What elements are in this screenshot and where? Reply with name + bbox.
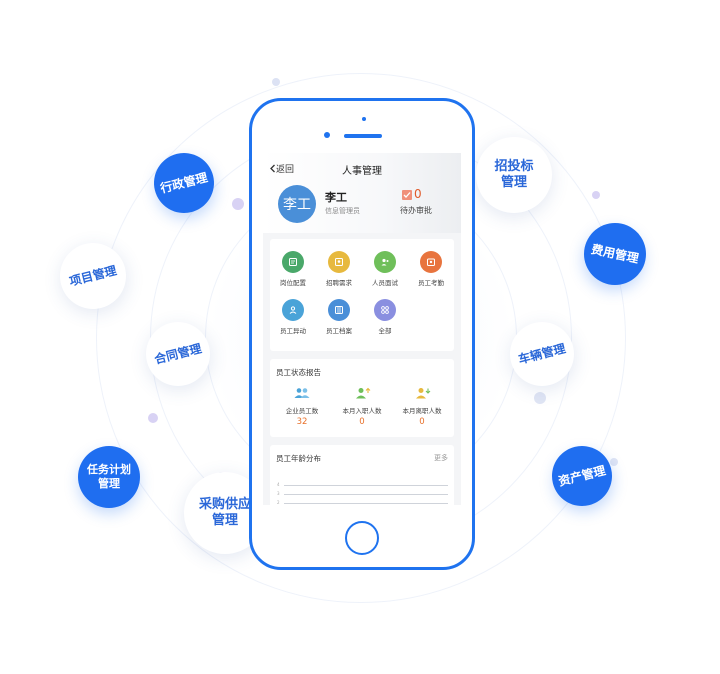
decor-dot bbox=[272, 78, 280, 86]
app-label: 员工考勤 bbox=[418, 279, 444, 287]
bubble-label: 任务计划 bbox=[87, 463, 131, 477]
app-yidong[interactable]: 员工异动 bbox=[270, 299, 316, 335]
app-mianshi[interactable]: 人员面试 bbox=[362, 251, 408, 287]
pending-label[interactable]: 待办审批 bbox=[400, 206, 432, 215]
pending-count[interactable]: 0 bbox=[414, 187, 422, 201]
grid-icon bbox=[374, 299, 396, 321]
orbit-ring-outer bbox=[96, 73, 626, 603]
grid-line bbox=[284, 503, 448, 504]
bubble-renwu: 任务计划管理 bbox=[78, 446, 140, 508]
transfer-icon bbox=[282, 299, 304, 321]
function-grid: 岗位配置 招聘需求 人员面试 员工考勤 员工异动 bbox=[270, 239, 454, 351]
app-header: 返回 人事管理 李工 李工 信息管理员 0 待办审批 bbox=[263, 153, 461, 233]
position-config-icon bbox=[282, 251, 304, 273]
app-kaoqin[interactable]: 员工考勤 bbox=[408, 251, 454, 287]
phone-speaker bbox=[344, 134, 382, 138]
app-zhaopin[interactable]: 招聘需求 bbox=[316, 251, 362, 287]
grid-line bbox=[284, 485, 448, 486]
decor-dot bbox=[534, 392, 546, 404]
bubble-label: 管理 bbox=[211, 513, 238, 528]
stat-month-onboard[interactable]: 本月入职人数 0 bbox=[332, 384, 392, 427]
page-title: 人事管理 bbox=[342, 166, 382, 177]
user-role: 信息管理员 bbox=[325, 207, 360, 215]
decor-dot bbox=[148, 413, 158, 423]
back-label: 返回 bbox=[276, 165, 295, 175]
app-label: 员工档案 bbox=[326, 327, 352, 335]
recruit-icon bbox=[328, 251, 350, 273]
user-plus-icon bbox=[356, 387, 371, 399]
bubble-label: 合同管理 bbox=[152, 340, 203, 367]
stat-label: 本月离职人数 bbox=[402, 407, 442, 415]
app-label: 人员面试 bbox=[372, 279, 398, 287]
bubble-zhaotoubiao: 招投标管理 bbox=[476, 137, 552, 213]
user-name: 李工 bbox=[325, 191, 347, 204]
home-button[interactable] bbox=[345, 521, 379, 555]
decor-dot bbox=[610, 458, 618, 466]
bubble-label: 管理 bbox=[98, 477, 120, 490]
bubble-label: 车辆管理 bbox=[516, 340, 567, 367]
axis-tick-label: 3 bbox=[277, 491, 280, 496]
stat-label: 企业员工数 bbox=[285, 407, 319, 415]
status-report-title: 员工状态报告 bbox=[276, 368, 321, 377]
user-minus-icon bbox=[416, 388, 431, 399]
bubble-label: 招投标 bbox=[494, 158, 534, 174]
decor-dot bbox=[232, 198, 244, 210]
stat-total-employees[interactable]: 企业员工数 32 bbox=[272, 384, 332, 427]
stat-month-leave[interactable]: 本月离职人数 0 bbox=[392, 384, 452, 427]
phone-screen: 返回 人事管理 李工 李工 信息管理员 0 待办审批 岗位配置 bbox=[263, 153, 461, 505]
group-icon bbox=[294, 388, 310, 398]
avatar[interactable]: 李工 bbox=[278, 185, 316, 223]
phone-frame: 返回 人事管理 李工 李工 信息管理员 0 待办审批 岗位配置 bbox=[249, 98, 475, 570]
axis-tick-label: 2 bbox=[277, 500, 280, 505]
bubble-label: 行政管理 bbox=[158, 169, 209, 196]
axis-tick-label: 4 bbox=[277, 482, 280, 487]
app-label: 全部 bbox=[378, 327, 392, 335]
stat-label: 本月入职人数 bbox=[342, 407, 382, 415]
stat-value: 0 bbox=[359, 417, 365, 427]
more-link[interactable]: 更多 bbox=[434, 454, 448, 462]
bubble-label: 采购供应 bbox=[198, 496, 251, 512]
app-label: 招聘需求 bbox=[326, 279, 352, 287]
stat-value: 0 bbox=[419, 417, 425, 427]
age-distribution-title: 员工年龄分布 bbox=[276, 454, 321, 463]
bubble-label: 管理 bbox=[500, 175, 527, 190]
app-all[interactable]: 全部 bbox=[362, 299, 408, 335]
attendance-icon bbox=[420, 251, 442, 273]
age-distribution-card: 员工年龄分布 更多 4 3 2 bbox=[270, 445, 454, 505]
back-button[interactable]: 返回 bbox=[269, 162, 294, 175]
decor-dot bbox=[592, 191, 600, 199]
app-gangwei[interactable]: 岗位配置 bbox=[270, 251, 316, 287]
front-camera bbox=[324, 132, 330, 138]
stat-value: 32 bbox=[296, 417, 308, 427]
grid-line bbox=[284, 494, 448, 495]
app-label: 员工异动 bbox=[280, 327, 306, 335]
bubble-label: 项目管理 bbox=[67, 262, 118, 289]
archive-icon bbox=[328, 299, 350, 321]
bubble-label: 资产管理 bbox=[556, 462, 607, 489]
camera-dot bbox=[362, 117, 366, 121]
app-dangan[interactable]: 员工档案 bbox=[316, 299, 362, 335]
app-label: 岗位配置 bbox=[280, 279, 306, 287]
status-report-card: 员工状态报告 企业员工数 32 本月入职人数 0 本月离职人数 0 bbox=[270, 359, 454, 437]
bubble-label: 费用管理 bbox=[590, 241, 641, 266]
chevron-left-icon bbox=[270, 164, 275, 173]
interview-icon bbox=[374, 251, 396, 273]
approval-badge-icon bbox=[402, 190, 412, 200]
